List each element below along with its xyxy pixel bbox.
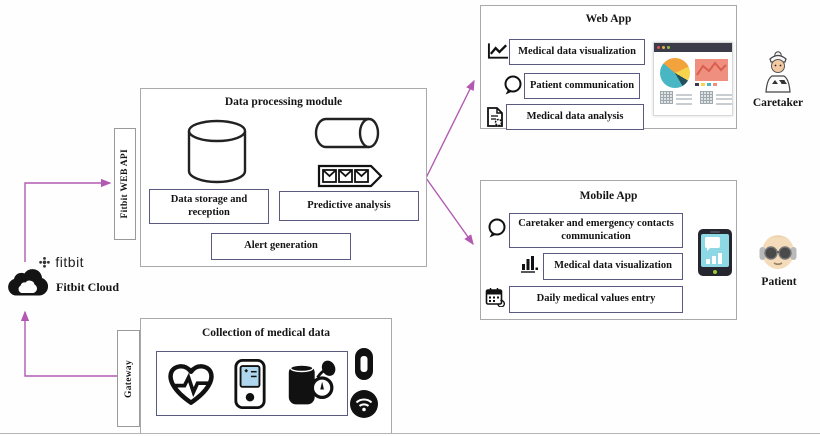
pie-chart-graphic (660, 58, 690, 88)
device-icons-box (156, 351, 348, 416)
module-predictive-analysis: Predictive analysis (279, 191, 419, 221)
document-analysis-icon (487, 107, 503, 127)
arrow-cloud-to-api (24, 178, 112, 262)
arrow-processing-to-webapp (425, 79, 475, 179)
line-chart-graphic (695, 59, 728, 81)
fitbit-web-api-tab: Fitbit WEB API (114, 128, 136, 240)
collection-panel: Collection of medical data (140, 318, 392, 434)
mobileapp-item-visualization: Medical data visualization (543, 253, 683, 280)
message-queue-icon (317, 164, 383, 188)
web-app-panel: Web App Medical data visualization Patie… (480, 5, 737, 130)
line-chart-icon (487, 43, 509, 59)
phone-screen (701, 234, 729, 267)
mobileapp-item-communication: Caretaker and emergency contacts communi… (509, 213, 683, 248)
web-app-title: Web App (585, 13, 632, 25)
database-cylinder-icon (187, 119, 247, 184)
patient-label: Patient (761, 276, 797, 288)
caretaker-icon (765, 51, 791, 93)
bar-chart-icon (521, 256, 538, 273)
glucometer-icon (234, 358, 266, 409)
data-processing-module-panel: Data processing module Data storage and … (140, 88, 427, 267)
chat-bubble-icon (504, 75, 522, 95)
fitbit-web-api-label: Fitbit WEB API (120, 149, 130, 219)
blood-pressure-monitor-icon (288, 360, 336, 404)
wifi-icon (350, 390, 378, 418)
browser-titlebar (654, 43, 732, 52)
phone-home-button (713, 270, 717, 274)
data-processing-title: Data processing module (224, 96, 343, 108)
webapp-item-analysis: Medical data analysis (506, 104, 644, 130)
webapp-item-communication: Patient communication (524, 73, 640, 99)
fitbit-cloud-label: Fitbit Cloud (56, 280, 120, 294)
webapp-item-visualization: Medical data visualization (509, 39, 645, 65)
smartphone-mockup (698, 229, 732, 276)
mobile-app-panel: Mobile App Caretaker and emergency conta… (480, 180, 737, 320)
calendar-entry-icon (485, 288, 505, 307)
gateway-label: Gateway (123, 359, 134, 398)
fitbit-cloud-icon (8, 269, 49, 296)
patient-icon (759, 235, 797, 269)
gateway-tab: Gateway (117, 330, 140, 427)
module-data-storage: Data storage and reception (149, 189, 269, 224)
mobileapp-item-daily-entry: Daily medical values entry (509, 286, 683, 313)
collection-title: Collection of medical data (201, 327, 331, 339)
heart-ecg-icon (168, 363, 214, 405)
caretaker-label: Caretaker (752, 97, 804, 109)
fitbit-logo-text: fitbit (55, 254, 85, 270)
browser-content-blocks (660, 91, 732, 105)
arrow-gateway-to-cloud (20, 310, 117, 377)
fitbit-logo: fitbit (38, 254, 84, 270)
fitbit-dots-icon (39, 257, 50, 268)
chat-bubble-icon (488, 218, 506, 238)
figure-bottom-rule (0, 433, 820, 434)
module-alert-generation: Alert generation (211, 233, 351, 260)
fitness-band-icon (355, 348, 373, 380)
pipeline-cylinder-icon (314, 117, 380, 149)
chart-legend-graphic (695, 83, 717, 86)
mobile-app-title: Mobile App (579, 190, 638, 202)
arrow-processing-to-mobileapp (425, 177, 474, 246)
browser-dashboard-mockup (653, 42, 733, 116)
